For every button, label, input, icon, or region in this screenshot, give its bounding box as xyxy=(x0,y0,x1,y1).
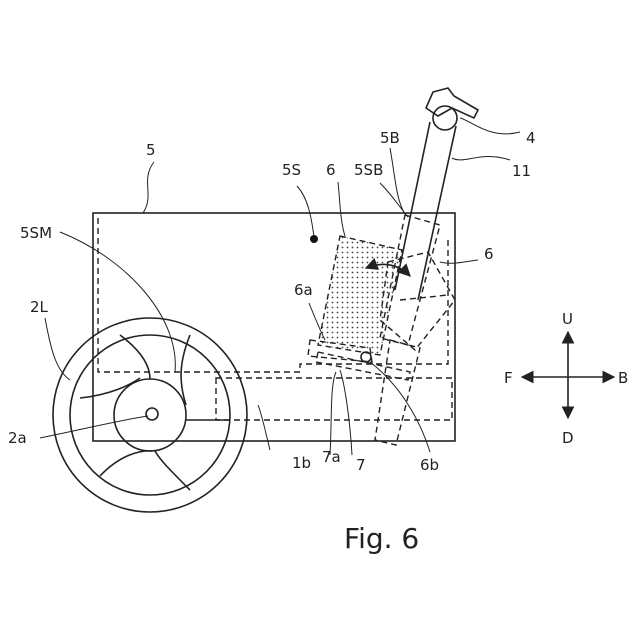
label-4: 4 xyxy=(526,129,536,147)
label-6b: 6b xyxy=(420,456,439,474)
column-dashed-lower xyxy=(375,340,420,445)
direction-up: U xyxy=(562,310,573,328)
direction-indicator: U D F B xyxy=(504,310,628,447)
label-11: 11 xyxy=(512,162,531,180)
label-5SM: 5SM xyxy=(20,224,52,242)
label-2a: 2a xyxy=(8,429,27,447)
direction-down: D xyxy=(562,429,574,447)
label-1b: 1b xyxy=(292,454,311,472)
seat-tilted-inner xyxy=(400,295,448,300)
body-outline xyxy=(93,213,455,441)
label-7a: 7a xyxy=(322,448,341,466)
label-5SB: 5SB xyxy=(354,161,383,179)
direction-front: F xyxy=(504,369,513,387)
label-6-top: 6 xyxy=(326,161,336,179)
direction-back: B xyxy=(618,369,628,387)
label-7: 7 xyxy=(356,456,366,474)
hinge xyxy=(361,352,371,362)
wheel xyxy=(53,318,247,512)
label-6-right: 6 xyxy=(484,245,494,263)
seat-upright xyxy=(318,236,402,355)
label-2L: 2L xyxy=(30,298,49,316)
figure-caption: Fig. 6 xyxy=(344,522,419,555)
frame-dashed xyxy=(216,378,452,420)
seat-base-lower xyxy=(316,352,410,380)
label-5B: 5B xyxy=(380,129,400,147)
label-5S: 5S xyxy=(282,161,301,179)
label-5: 5 xyxy=(146,141,156,159)
storage-marker-dot xyxy=(310,235,318,243)
label-6a: 6a xyxy=(294,281,313,299)
storage-space-dashed xyxy=(98,218,448,372)
